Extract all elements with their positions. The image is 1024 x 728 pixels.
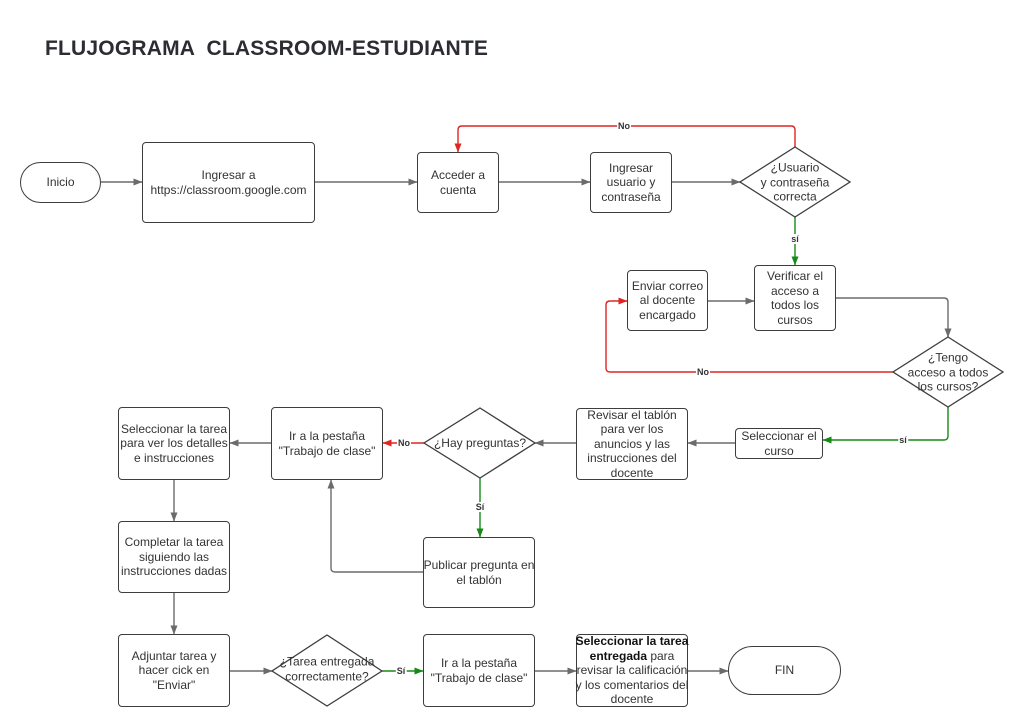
node-text: Adjuntar tarea y <box>131 648 217 663</box>
end-terminal: FIN <box>728 646 841 695</box>
node-text: revisar la calificación <box>576 663 688 678</box>
node-text: para ver los detalles <box>120 436 228 451</box>
node-text: para ver los <box>600 422 664 437</box>
bold-text: Seleccionar la tarea <box>575 634 689 649</box>
node-text: Seleccionar el <box>741 429 817 443</box>
edge-label-usuario-si: sí <box>790 234 800 244</box>
node-text: Publicar pregunta en <box>423 558 535 572</box>
node-text: Revisar el tablón <box>587 407 677 422</box>
process-ingresar-url: Ingresar a https://classroom.google.com <box>142 142 315 223</box>
process-ir-pestana-trabajo-2: Ir a la pestaña "Trabajo de clase" <box>423 634 535 707</box>
node-text: "Trabajo de clase" <box>278 443 376 458</box>
decision-preguntas-shape <box>422 407 537 479</box>
edge-acceso-no-to-enviar-correo <box>605 297 893 373</box>
node-text: correcta <box>773 189 817 204</box>
node-text: y contraseña <box>760 174 830 189</box>
node-text: acceso a todos <box>907 364 989 379</box>
node-text: contraseña <box>601 189 661 204</box>
node-text: ¿Hay preguntas? <box>433 435 527 450</box>
edge-label-acceso-no: No <box>696 367 710 377</box>
process-seleccionar-tarea-entregada: Seleccionar la tarea entregada para revi… <box>576 634 688 707</box>
edge-label-acceso-si: sí <box>898 435 908 445</box>
decision-usuario-text: ¿Usuario y contraseña correcta <box>761 160 830 204</box>
node-text: correctamente? <box>285 669 369 683</box>
node-text: cursos <box>777 312 813 327</box>
node-text: Ir a la pestaña <box>288 429 366 443</box>
node-text: para <box>647 648 675 663</box>
decision-entregada-text: ¿Tarea entregada correctamente? <box>280 655 375 684</box>
node-text: FIN <box>774 663 795 678</box>
node-text: "Enviar" <box>152 677 196 692</box>
node-text: Ingresar a <box>201 168 256 182</box>
edge-label-entregada-si: Sí <box>395 666 407 676</box>
edge-verificar-to-decision-acceso <box>836 297 952 338</box>
process-ir-pestana-trabajo-1: Ir a la pestaña "Trabajo de clase" <box>271 407 383 480</box>
node-text: ¿Tengo <box>927 350 969 365</box>
process-revisar-tablon: Revisar el tablón para ver los anuncios … <box>576 408 688 480</box>
node-text: Acceder a <box>430 168 486 182</box>
node-text: https://classroom.google.com <box>150 182 307 197</box>
edge-label-preguntas-si: Sí <box>474 502 486 512</box>
decision-acceso-text: ¿Tengo acceso a todos los cursos? <box>908 350 989 394</box>
node-text: instrucciones del <box>587 451 677 466</box>
edge-label-usuario-no: No <box>617 121 631 131</box>
node-text: Ingresar <box>608 160 654 175</box>
node-text: siguiendo las <box>138 549 210 564</box>
node-text: instrucciones dadas <box>120 564 228 579</box>
node-text: los cursos? <box>917 379 979 394</box>
process-seleccionar-tarea: Seleccionar la tarea para ver los detall… <box>118 407 230 480</box>
process-enviar-correo: Enviar correo al docente encargado <box>627 270 708 331</box>
node-text: todos los <box>770 298 820 312</box>
node-text: ¿Tarea entregada <box>279 654 375 669</box>
bold-text: entregada <box>589 648 647 663</box>
page-title: FLUJOGRAMA CLASSROOM-ESTUDIANTE <box>45 37 489 60</box>
node-text: el tablón <box>456 572 502 587</box>
edge-publicar-to-ir-pestana <box>327 479 423 573</box>
node-text: Completar la tarea <box>124 535 224 550</box>
node-text: "Trabajo de clase" <box>430 670 528 685</box>
node-text: Seleccionar la tarea <box>576 634 689 649</box>
node-text: Ir a la pestaña <box>440 656 518 670</box>
node-text: docente <box>610 692 654 707</box>
node-text: cuenta <box>439 182 477 197</box>
node-text: Verificar el <box>766 269 824 283</box>
node-text: curso <box>764 443 794 458</box>
node-text: al docente <box>639 293 696 308</box>
node-text: encargado <box>639 307 696 322</box>
process-adjuntar-tarea: Adjuntar tarea y hacer cick en "Enviar" <box>118 634 230 707</box>
process-verificar-acceso: Verificar el acceso a todos los cursos <box>754 265 836 331</box>
process-acceder-cuenta: Acceder a cuenta <box>417 152 499 213</box>
process-publicar-pregunta: Publicar pregunta en el tablón <box>423 537 535 608</box>
decision-acceso-shape <box>891 336 1005 408</box>
node-text: usuario y <box>606 175 656 190</box>
decision-entregada-shape <box>270 634 384 707</box>
process-completar-tarea: Completar la tarea siguiendo las instruc… <box>118 521 230 593</box>
node-text: Inicio <box>46 175 75 190</box>
node-text: y los comentarios del <box>575 677 689 692</box>
edge-acceso-si-to-seleccionar-curso <box>822 407 949 444</box>
node-text: ¿Usuario <box>770 160 820 175</box>
node-text: anuncios y las <box>593 436 671 451</box>
start-terminal: Inicio <box>20 162 101 203</box>
edge-label-preguntas-no: No <box>397 438 411 448</box>
node-text: Enviar correo <box>631 278 704 293</box>
process-ingresar-usuario: Ingresar usuario y contraseña <box>590 152 672 213</box>
decision-usuario-shape <box>738 146 852 218</box>
node-text: e instrucciones <box>133 450 215 465</box>
node-text: hacer cick en <box>138 663 210 678</box>
node-text: acceso a <box>770 283 820 298</box>
node-text: docente <box>610 465 654 480</box>
process-seleccionar-curso: Seleccionar el curso <box>735 428 823 459</box>
node-text: entregada para <box>590 649 675 664</box>
decision-preguntas-text: ¿Hay preguntas? <box>434 436 526 451</box>
node-text: Seleccionar la tarea <box>120 421 228 436</box>
